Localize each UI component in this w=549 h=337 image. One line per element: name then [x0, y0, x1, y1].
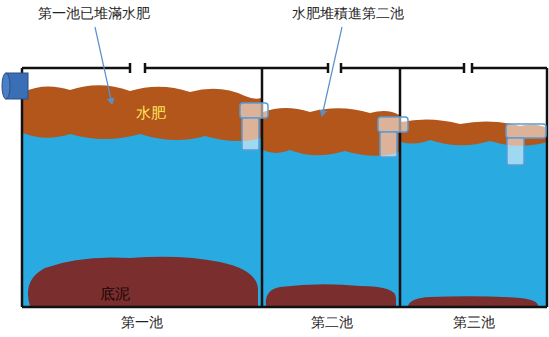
tank-outline [22, 63, 547, 307]
bottom-sludge [408, 296, 538, 306]
bottom-sludge [28, 257, 258, 306]
leader-line [95, 27, 112, 104]
night-soil-layer [23, 85, 261, 141]
water [263, 140, 399, 306]
layer-label: 底泥 [100, 286, 130, 303]
chamber-label: 第三池 [453, 315, 495, 330]
callout-text: 第一池已堆滿水肥 [38, 6, 150, 21]
water [23, 125, 261, 306]
chamber-label: 第二池 [311, 315, 353, 330]
bottom-sludge [266, 284, 396, 306]
night-soil-layer [401, 119, 547, 145]
layer-label: 水肥 [136, 105, 166, 122]
water [401, 130, 547, 306]
inlet-pipe [2, 73, 28, 99]
chamber-label: 第一池 [121, 315, 163, 330]
leader-line [322, 27, 342, 116]
transfer-pipe [240, 103, 546, 165]
callout-text: 水肥堆積進第二池 [292, 6, 404, 21]
